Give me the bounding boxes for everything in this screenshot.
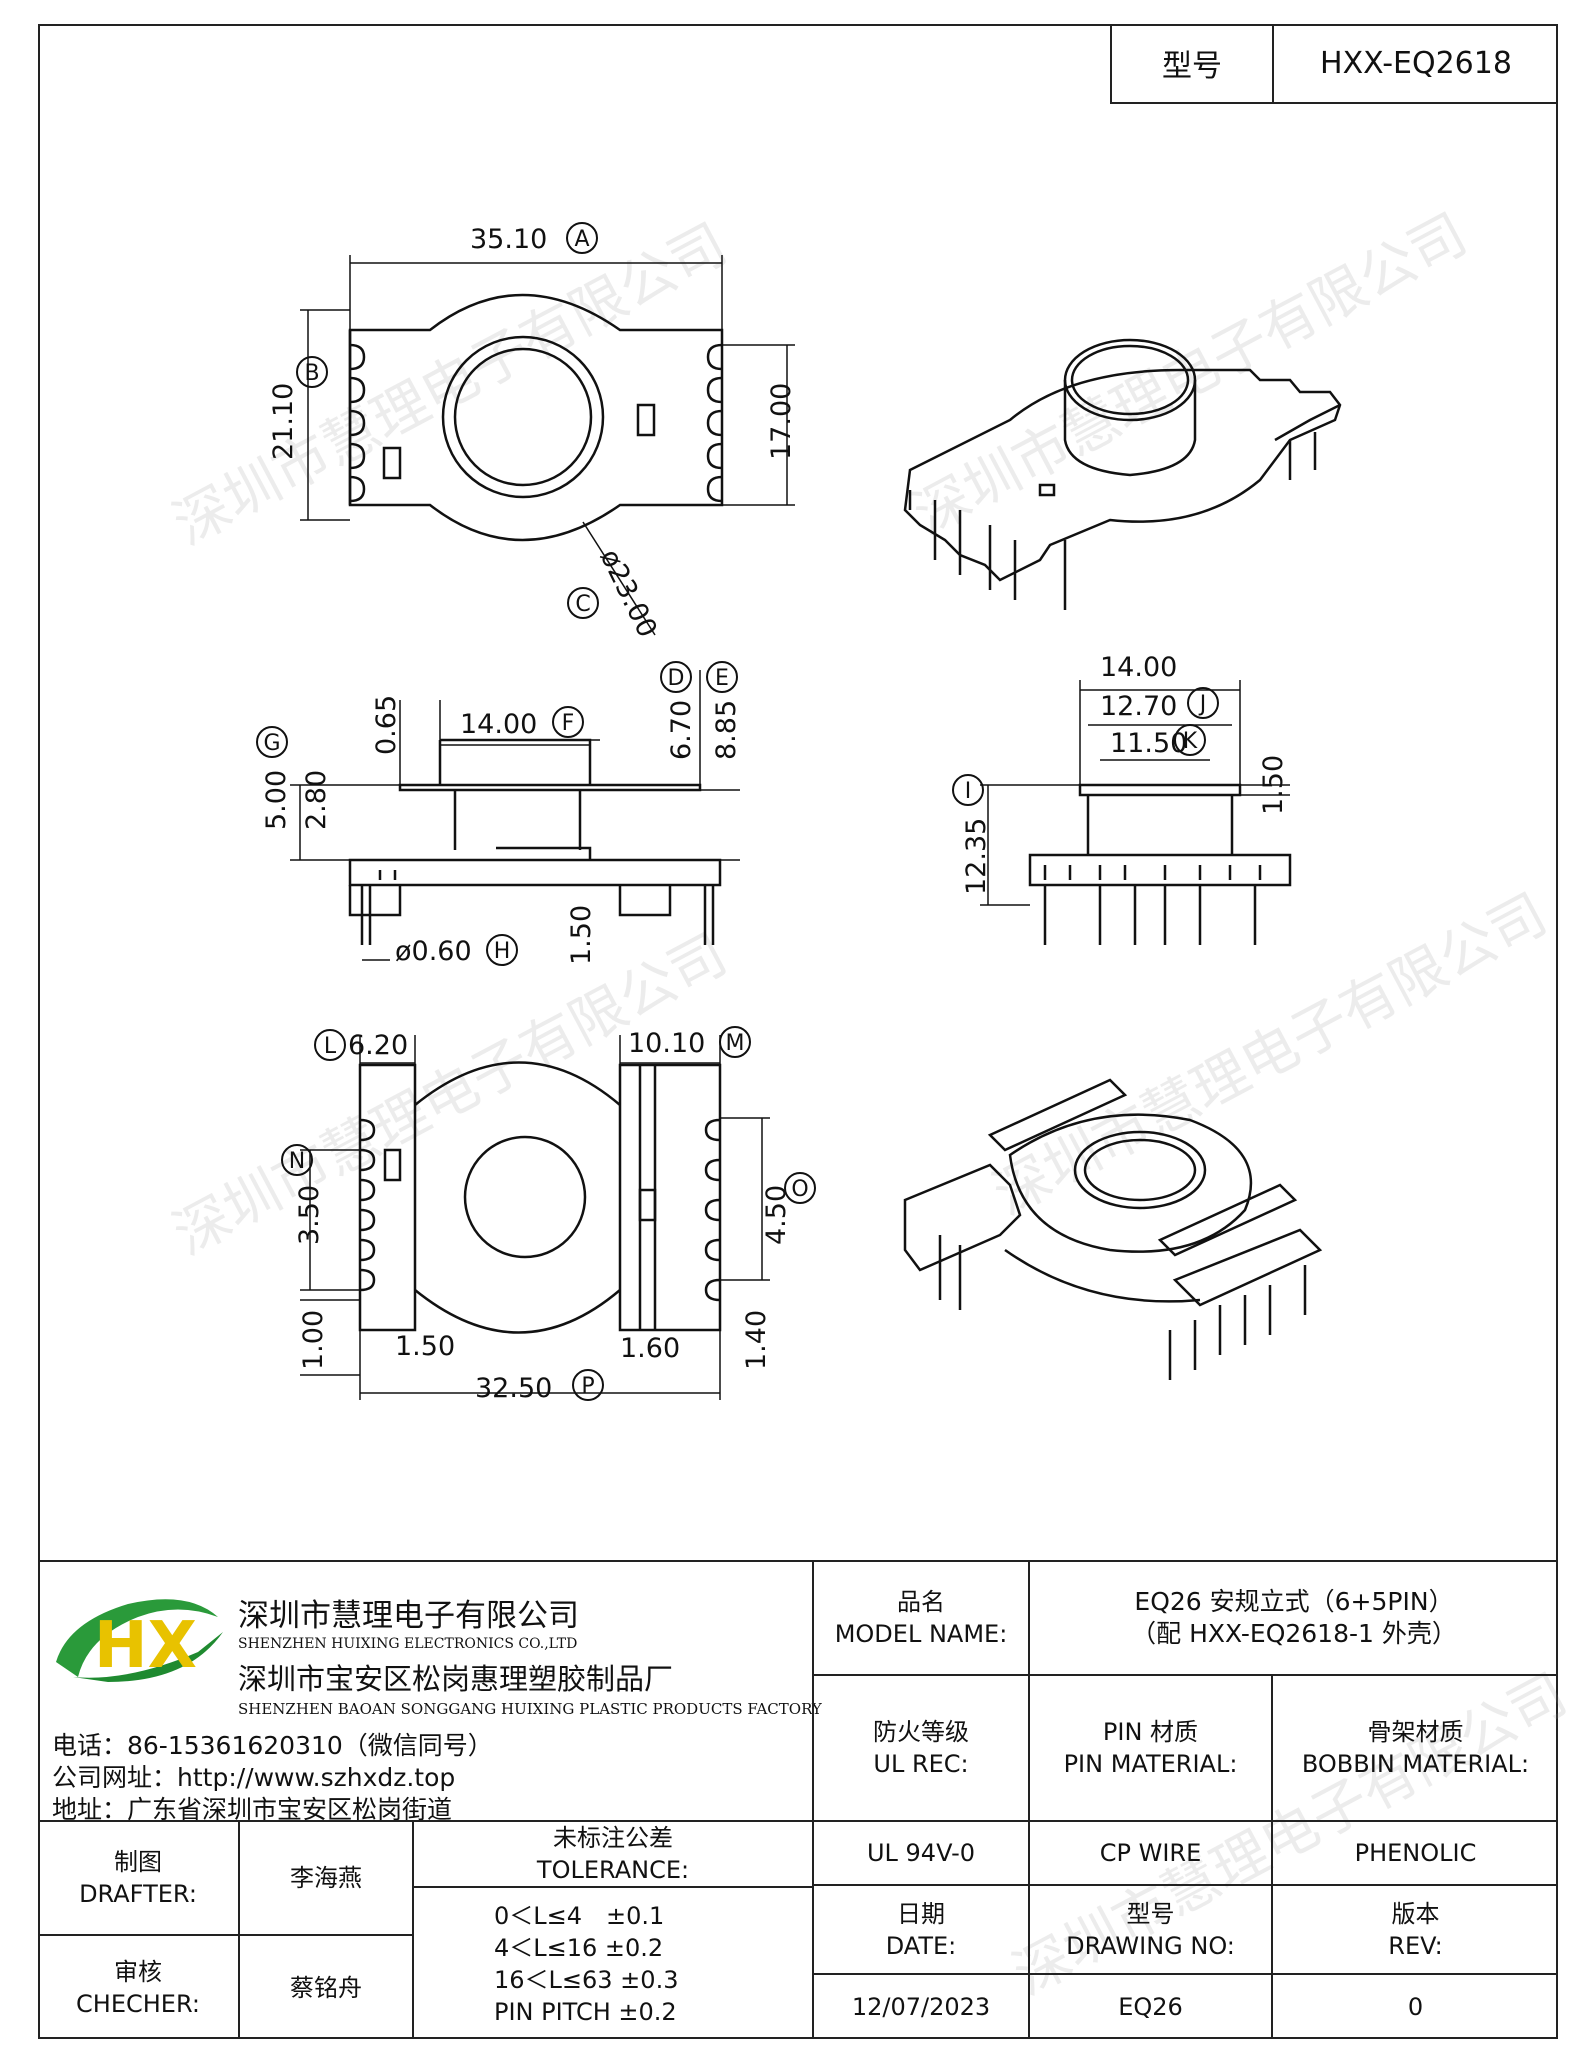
dim-side-pin-dia: ø0.60 — [395, 936, 472, 967]
tolerance-values: 0＜L≤4 ±0.1 4＜L≤16 ±0.2 16＜L≤63 ±0.3 PIN … — [494, 1901, 679, 2026]
callout-b: B — [304, 361, 319, 386]
title-block: HX 深圳市慧理电子有限公司 SHENZHEN HUIXING ELECTRON… — [38, 1560, 1558, 2039]
dim-bottom-3-50: 3.50 — [294, 1185, 325, 1245]
callout-h: H — [494, 939, 511, 964]
iso-view-top — [903, 338, 1342, 610]
callout-f: F — [562, 711, 575, 736]
company-name-2: 深圳市宝安区松岗惠理塑胶制品厂 — [238, 1662, 674, 1696]
dim-front-12-70: 12.70 — [1100, 691, 1177, 722]
technical-drawing: 35.10 21.10 17.00 ø23.00 0.65 14.00 6.70… — [256, 222, 1342, 1404]
callout-p: P — [581, 1374, 594, 1399]
model-value: HXX-EQ2618 — [1320, 45, 1512, 81]
callout-d: D — [668, 666, 685, 691]
dim-side-14: 14.00 — [460, 709, 537, 740]
fire-rating-value: UL 94V-0 — [866, 1839, 976, 1867]
dim-side-6-70: 6.70 — [666, 700, 697, 760]
date-value: 12/07/2023 — [851, 1993, 991, 2021]
callout-j: J — [1198, 692, 1207, 717]
dim-bottom-32-50: 32.50 — [475, 1373, 552, 1404]
dim-side-2-80: 2.80 — [301, 770, 332, 830]
dim-front-12-35: 12.35 — [961, 818, 992, 895]
dim-side-5-00: 5.00 — [261, 770, 292, 830]
dim-bottom-1-50: 1.50 — [395, 1331, 455, 1362]
company-logo: HX — [56, 1599, 223, 1683]
company-name-2-en: SHENZHEN BAOAN SONGGANG HUIXING PLASTIC … — [238, 1700, 822, 1718]
drawing-no-value: EQ26 — [1118, 1993, 1183, 2021]
iso-view-bottom — [903, 1078, 1323, 1380]
company-address: 地址：广东省深圳市宝安区松岗街道 — [52, 1795, 453, 1824]
company-website: 公司网址：http://www.szhxdz.top — [52, 1763, 456, 1792]
company-phone: 电话：86-15361620310（微信同号） — [52, 1731, 493, 1760]
model-label: 型号 — [1112, 24, 1274, 102]
callout-o: O — [791, 1177, 808, 1202]
bottom-view — [300, 1035, 770, 1400]
company-name-1: 深圳市慧理电子有限公司 — [238, 1598, 579, 1634]
checker-value: 蔡铭舟 — [290, 1973, 362, 2002]
pin-material-value: CP WIRE — [1099, 1839, 1202, 1867]
model-box: 型号 HXX-EQ2618 — [1110, 24, 1558, 104]
logo-text: HX — [94, 1609, 197, 1683]
drafter-value: 李海燕 — [290, 1864, 362, 1892]
rev-value: 0 — [1407, 1993, 1424, 2021]
callout-g: G — [263, 731, 280, 756]
dim-bottom-1-40: 1.40 — [741, 1310, 772, 1370]
dim-bottom-1-60: 1.60 — [620, 1333, 680, 1364]
model-name-value: EQ26 安规立式（6+5PIN）（配 HXX-EQ2618-1 外壳） — [1131, 1587, 1457, 1648]
company-name-1-en: SHENZHEN HUIXING ELECTRONICS CO.,LTD — [238, 1636, 578, 1652]
callout-n: N — [289, 1149, 305, 1174]
drawing-frame — [38, 24, 1558, 2039]
callout-a: A — [574, 227, 589, 252]
dim-left-height: 21.10 — [268, 383, 299, 460]
front-view — [980, 680, 1292, 945]
dim-top-width: 35.10 — [470, 224, 547, 255]
callout-m: M — [726, 1031, 745, 1056]
dim-bottom-1-00: 1.00 — [298, 1310, 329, 1370]
callout-c: C — [575, 592, 590, 617]
dim-bottom-4-50: 4.50 — [761, 1185, 792, 1245]
dim-front-1-50: 1.50 — [1258, 755, 1289, 815]
top-view — [300, 255, 795, 636]
dim-diameter: ø23.00 — [594, 544, 663, 642]
dim-front-14: 14.00 — [1100, 652, 1177, 683]
dim-bottom-10-10: 10.10 — [628, 1028, 705, 1059]
side-view — [290, 670, 740, 961]
callout-i: I — [965, 779, 972, 804]
callout-l: L — [324, 1034, 337, 1059]
dim-right-height: 17.00 — [766, 383, 797, 460]
dim-side-0-65: 0.65 — [371, 695, 402, 755]
callout-k: K — [1183, 729, 1198, 754]
dim-bottom-6-20: 6.20 — [348, 1030, 408, 1061]
dim-side-8-85: 8.85 — [711, 700, 742, 760]
dim-side-1-50: 1.50 — [566, 905, 597, 965]
bobbin-material-value: PHENOLIC — [1354, 1839, 1477, 1867]
callout-e: E — [715, 666, 729, 691]
